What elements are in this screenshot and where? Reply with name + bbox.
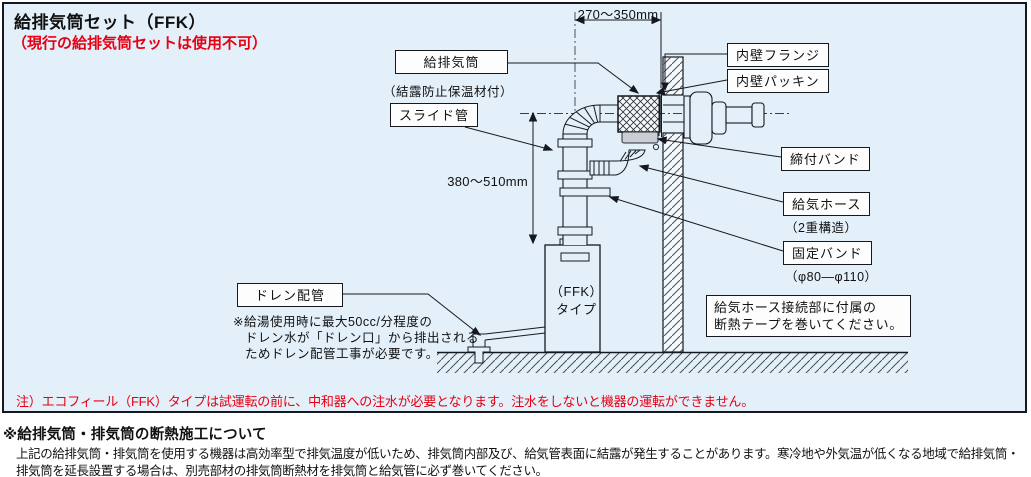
leader-lines — [343, 53, 784, 336]
page-title: 給排気筒セット（FFK） — [14, 13, 207, 32]
tightening-band — [621, 131, 660, 151]
dimension-side-label: 380〜510mm — [447, 174, 528, 189]
drain-note-line2: ドレン水が「ドレン口」から排出される — [245, 331, 480, 345]
fixing-band-label: 固定バンド — [783, 241, 872, 265]
air-hose-sublabel: （2重構造） — [785, 221, 858, 235]
inner-wall-flange-label: 内壁フランジ — [727, 43, 830, 67]
drain-note-line3: ためドレン配管工事が必要です。 — [245, 347, 439, 361]
flue-sublabel: （結露防止保温材付） — [383, 85, 514, 99]
drain-pipe — [467, 326, 546, 364]
warning-subtitle: （現行の給排気筒セットは使用不可） — [12, 35, 268, 52]
drain-note-line1: ※給湯使用時に最大50cc/分程度の — [233, 315, 433, 329]
fixing-band-sublabel: （φ80—φ110） — [785, 270, 878, 284]
slide-pipe — [557, 133, 611, 262]
flue-label: 給排気筒 — [395, 50, 508, 74]
footer-body-line1: 上記の給排気筒・排気筒を使用する機器は高効率型で排気温度が低いため、排気筒内部及… — [16, 447, 1020, 461]
elbow — [562, 104, 601, 135]
slide-pipe-label: スライド管 — [390, 103, 479, 127]
panel-caution-note: 注）エコフィール（FFK）タイプは試運転の前に、中和器への注水が必要となります。… — [16, 394, 755, 409]
hose-insulation-note: 給気ホース接続部に付属の 断熱テープを巻いてください。 — [706, 295, 911, 337]
inner-wall-packing-label: 内壁パッキン — [727, 69, 829, 93]
unit-type-line2: タイプ — [556, 302, 597, 317]
ground — [437, 351, 908, 373]
flue-terminal — [683, 91, 765, 145]
air-hose — [589, 149, 646, 176]
footer-heading: ※給排気筒・排気筒の断熱施工について — [3, 427, 267, 443]
air-hose-label: 給気ホース — [783, 192, 871, 216]
unit-type-line1: （FFK） — [550, 284, 604, 299]
hose-note-line2: 断熱テープを巻いてください。 — [714, 317, 903, 332]
drain-pipe-label: ドレン配管 — [237, 283, 343, 307]
tightening-band-label: 締付バンド — [781, 147, 870, 171]
footer-body-line2: 排気筒を延長設置する場合は、別売部材の排気筒断熱材を排気筒と給気管に必ず巻いてく… — [16, 464, 548, 477]
wall — [662, 56, 684, 353]
flue-assembly — [600, 91, 684, 137]
dimension-side — [528, 111, 538, 245]
dimension-top — [574, 12, 662, 88]
hose-note-line1: 給気ホース接続部に付属の — [714, 300, 877, 315]
dimension-top-label: 270〜350mm — [577, 7, 659, 22]
